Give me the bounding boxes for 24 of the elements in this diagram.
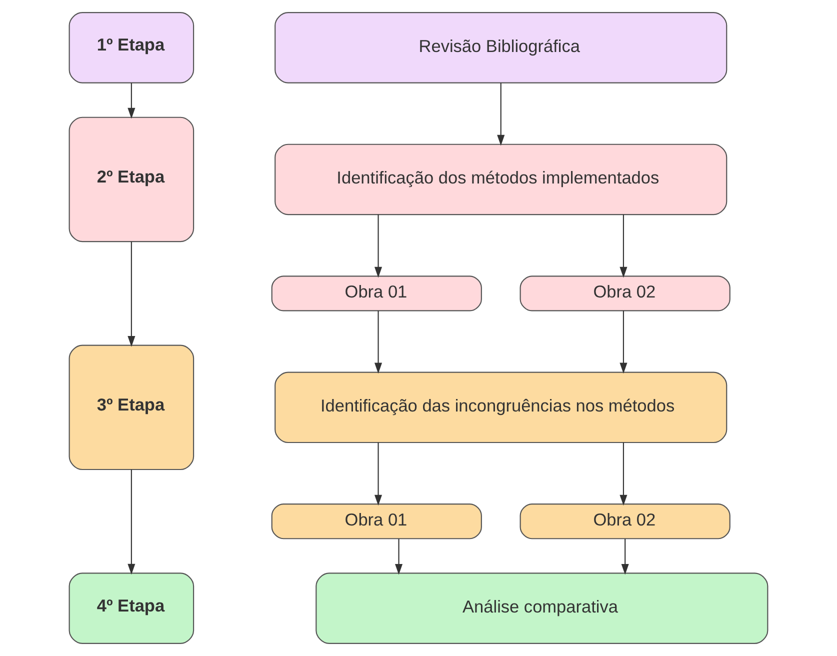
arrow [620,214,628,278]
arrow [128,83,136,119]
arrow [620,310,628,374]
node-box: Obra 02 [520,276,730,312]
arrow [621,538,629,575]
node-box: Obra 02 [520,504,730,540]
arrow [497,83,505,146]
arrow [395,538,403,575]
arrow [374,214,382,278]
node-box: Revisão Bibliográfica [274,12,728,84]
node-box: Obra 01 [271,504,482,540]
node-box: 4º Etapa [68,572,194,644]
arrow [620,442,628,506]
arrow [374,442,382,506]
arrow [374,310,382,374]
arrow [128,242,136,347]
node-box: Obra 01 [271,276,482,312]
node-box: Identificação dos métodos implementados [274,144,728,216]
arrow [128,470,136,575]
node-box: 1º Etapa [68,12,194,84]
node-box: Identificação das incongruências nos métodos [274,372,728,444]
node-box: 2º Etapa [68,116,194,242]
node-box: 3º Etapa [68,344,194,470]
node-box: Análise comparativa [316,572,768,644]
